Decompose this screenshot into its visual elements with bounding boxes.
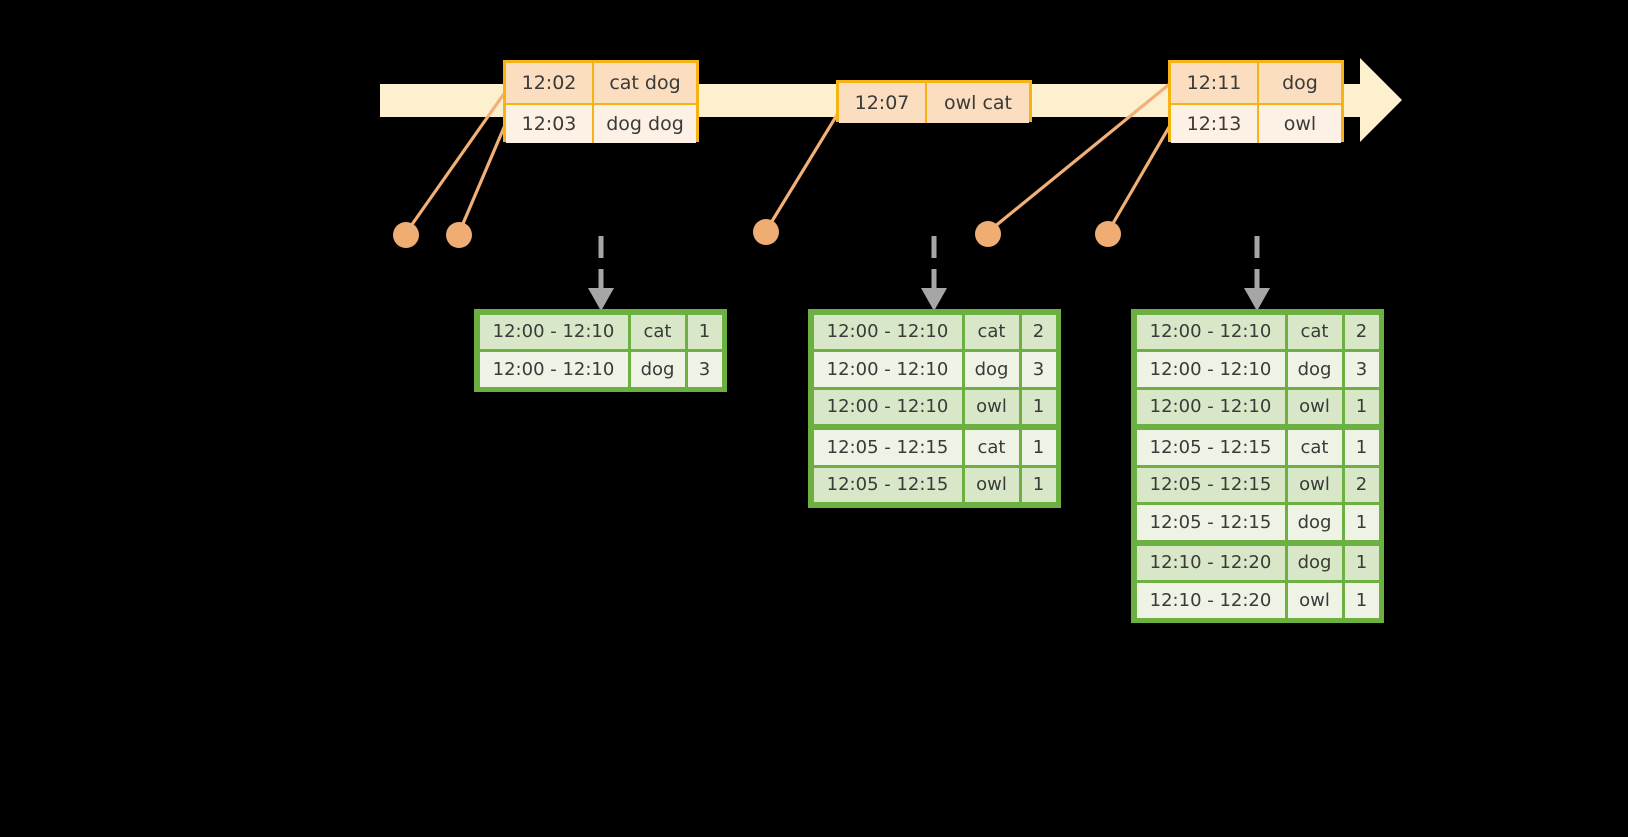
cell-window: 12:00 - 12:10	[813, 314, 962, 349]
event-row[interactable]: 12:02 cat dog	[506, 63, 696, 103]
event-row[interactable]: 12:11 dog	[1171, 63, 1341, 103]
connector-2	[457, 117, 510, 234]
cell-window: 12:05 - 12:15	[1136, 505, 1285, 540]
cell-word: cat	[964, 314, 1019, 349]
event-time: 12:02	[506, 63, 594, 103]
event-words: owl cat	[943, 92, 1013, 114]
dot-3	[753, 219, 779, 245]
cell-count: 2	[1344, 467, 1379, 502]
dot-4	[975, 221, 1001, 247]
cell-count: 3	[1021, 352, 1056, 387]
cell-count: 1	[1021, 389, 1056, 424]
cell-window: 12:10 - 12:20	[1136, 545, 1285, 580]
event-group-2[interactable]: 12:07 owl cat	[836, 80, 1032, 123]
dot-2	[446, 222, 472, 248]
event-group-3[interactable]: 12:11 dog 12:13 owl	[1168, 60, 1344, 143]
event-row[interactable]: 12:07 owl cat	[839, 83, 1029, 123]
cell-window: 12:00 - 12:10	[479, 352, 628, 387]
event-dots	[393, 219, 1121, 248]
cell-word: dog	[1287, 352, 1342, 387]
cell-count: 1	[1344, 430, 1379, 465]
cell-window: 12:00 - 12:10	[1136, 314, 1285, 349]
cell-word: cat	[630, 314, 685, 349]
cell-window: 12:05 - 12:15	[1136, 467, 1285, 502]
event-time: 12:07	[839, 83, 927, 123]
cell-count: 1	[687, 314, 722, 349]
cell-window: 12:05 - 12:15	[813, 467, 962, 502]
event-time: 12:13	[1171, 105, 1259, 143]
event-row[interactable]: 12:13 owl	[1171, 103, 1341, 143]
trigger-arrowhead-3	[1244, 288, 1270, 311]
cell-word: dog	[1287, 545, 1342, 580]
cell-word: cat	[1287, 430, 1342, 465]
event-words: dog	[1282, 72, 1318, 94]
cell-window: 12:10 - 12:20	[1136, 583, 1285, 618]
cell-word: owl	[964, 467, 1019, 502]
dot-5	[1095, 221, 1121, 247]
cell-word: cat	[1287, 314, 1342, 349]
cell-count: 1	[1021, 467, 1056, 502]
event-group-1[interactable]: 12:02 cat dog 12:03 dog dog	[503, 60, 699, 143]
cell-count: 1	[1344, 505, 1379, 540]
cell-word: cat	[964, 430, 1019, 465]
event-time: 12:03	[506, 105, 594, 143]
cell-count: 1	[1344, 583, 1379, 618]
cell-count: 3	[687, 352, 722, 387]
cell-word: dog	[964, 352, 1019, 387]
connector-1	[404, 87, 510, 234]
cell-window: 12:00 - 12:10	[813, 389, 962, 424]
event-row[interactable]: 12:03 dog dog	[506, 103, 696, 143]
cell-word: dog	[1287, 505, 1342, 540]
connector-3	[764, 109, 842, 232]
cell-count: 1	[1021, 430, 1056, 465]
trigger-arrowhead-1	[588, 288, 614, 311]
cell-count: 2	[1344, 314, 1379, 349]
cell-count: 1	[1344, 389, 1379, 424]
dot-1	[393, 222, 419, 248]
event-time: 12:11	[1171, 63, 1259, 103]
cell-word: owl	[1287, 389, 1342, 424]
event-words: cat dog	[609, 72, 681, 94]
event-words: dog dog	[606, 113, 684, 135]
event-words: owl	[1283, 113, 1317, 135]
cell-count: 2	[1021, 314, 1056, 349]
cell-word: dog	[630, 352, 685, 387]
cell-word: owl	[1287, 467, 1342, 502]
cell-word: owl	[1287, 583, 1342, 618]
connector-5	[1106, 121, 1174, 233]
cell-window: 12:00 - 12:10	[479, 314, 628, 349]
cell-count: 1	[1344, 545, 1379, 580]
cell-window: 12:05 - 12:15	[813, 430, 962, 465]
trigger-arrows	[598, 236, 1260, 292]
cell-window: 12:00 - 12:10	[1136, 389, 1285, 424]
cell-count: 3	[1344, 352, 1379, 387]
cell-window: 12:00 - 12:10	[813, 352, 962, 387]
cell-window: 12:05 - 12:15	[1136, 430, 1285, 465]
trigger-arrowhead-2	[921, 288, 947, 311]
cell-word: owl	[964, 389, 1019, 424]
cell-window: 12:00 - 12:10	[1136, 352, 1285, 387]
trigger-arrow-heads	[588, 288, 1270, 311]
